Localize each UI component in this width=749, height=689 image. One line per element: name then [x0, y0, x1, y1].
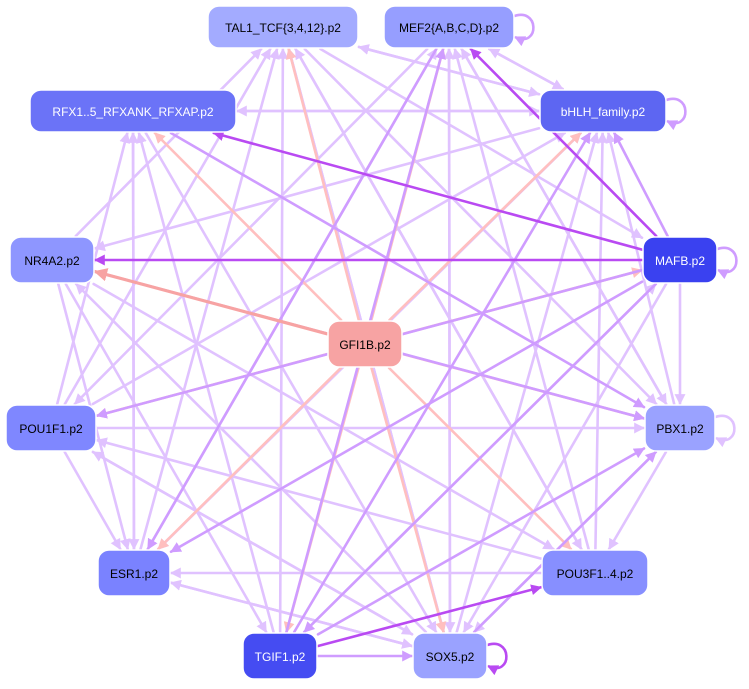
node-box-esr1 [97, 549, 171, 597]
edge-nr4a2-to-pou3f1 [92, 282, 555, 551]
edge-pou1f1-to-esr1 [63, 450, 122, 551]
node-box-mafb [642, 236, 718, 284]
edge-gfi1b-to-esr1 [156, 366, 343, 551]
self-loop-pbx1 [712, 414, 736, 448]
node-box-bhlh [539, 89, 667, 133]
node-box-pbx1 [644, 404, 716, 452]
node-label-pou3f1: POU3F1..4.p2 [557, 567, 634, 581]
node-box-tgif1 [242, 632, 318, 680]
self-loop-mef2 [511, 13, 535, 47]
node-box-rfx [29, 89, 237, 133]
self-loop-bhlh [663, 97, 687, 131]
edge-nr4a2-to-tal1 [74, 47, 263, 238]
edge-mafb-to-tgif1 [302, 282, 658, 634]
node-label-pou1f1: POU1F1.p2 [19, 422, 83, 436]
edge-tgif1-to-bhlh [292, 131, 592, 634]
node-box-gfi1b [327, 320, 403, 368]
node-tal1[interactable]: TAL1_TCF{3,4,12}.p2 [207, 5, 359, 49]
edge-tgif1-to-pou3f1 [316, 584, 543, 648]
node-label-rfx: RFX1..5_RFXANK_RFXAP.p2 [52, 105, 214, 119]
edge-gfi1b-to-tal1 [285, 47, 361, 322]
node-label-mafb: MAFB.p2 [655, 254, 705, 268]
node-mef2[interactable]: MEF2{A,B,C,D}.p2 [383, 5, 515, 49]
edge-rfx-to-sox5 [144, 131, 438, 634]
node-label-tal1: TAL1_TCF{3,4,12}.p2 [225, 21, 341, 35]
node-esr1[interactable]: ESR1.p2 [97, 549, 171, 597]
edge-mafb-to-mef2 [469, 47, 658, 238]
node-label-mef2: MEF2{A,B,C,D}.p2 [399, 21, 499, 35]
edge-mef2-to-pou1f1 [73, 47, 429, 406]
self-loop-mafb [714, 246, 738, 280]
edge-mef2-to-esr1 [146, 47, 438, 551]
edge-tgif1-to-rfx [136, 131, 275, 634]
node-label-nr4a2: NR4A2.p2 [24, 254, 80, 268]
edge-pou3f1-to-tal1 [294, 47, 583, 551]
edge-mef2-to-sox5 [444, 47, 456, 634]
edge-pou1f1-to-sox5 [91, 450, 414, 636]
node-gfi1b[interactable]: GFI1B.p2 [327, 320, 403, 368]
node-mafb[interactable]: MAFB.p2 [642, 236, 718, 284]
edge-pou3f1-to-pou1f1 [95, 437, 543, 560]
edge-bhlh-to-nr4a2 [93, 127, 541, 252]
node-box-sox5 [412, 632, 488, 680]
node-label-sox5: SOX5.p2 [426, 650, 475, 664]
self-loop-sox5 [484, 642, 508, 676]
node-box-tal1 [207, 5, 359, 49]
node-label-esr1: ESR1.p2 [110, 567, 158, 581]
edge-pou3f1-to-mef2 [452, 47, 590, 551]
node-pou1f1[interactable]: POU1F1.p2 [5, 404, 97, 452]
edge-gfi1b-to-sox5 [370, 366, 447, 634]
node-bhlh-family[interactable]: bHLH_family.p2 [539, 89, 667, 133]
edge-pou1f1-to-bhlh [91, 131, 566, 406]
edge-rfx-to-pbx1 [169, 131, 646, 409]
edge-gfi1b-to-nr4a2 [93, 268, 329, 336]
node-box-mef2 [383, 5, 515, 49]
edge-tgif1-to-tal1 [277, 47, 289, 634]
node-label-pbx1: PBX1.p2 [656, 422, 704, 436]
node-label-tgif1: TGIF1.p2 [255, 650, 306, 664]
edge-mafb-to-bhlh [613, 131, 669, 238]
edge-mef2-to-bhlh [488, 47, 564, 91]
edge-tgif1-to-pbx1 [316, 447, 646, 636]
node-pou3f1[interactable]: POU3F1..4.p2 [541, 549, 649, 597]
node-sox5[interactable]: SOX5.p2 [412, 632, 488, 680]
node-tgif1[interactable]: TGIF1.p2 [242, 632, 318, 680]
node-nr4a2[interactable]: NR4A2.p2 [9, 236, 95, 284]
node-box-pou1f1 [5, 404, 97, 452]
edge-pbx1-to-mef2 [460, 47, 668, 406]
edge-mafb-to-esr1 [169, 280, 644, 554]
edge-rfx-to-esr1 [128, 131, 140, 551]
node-layer: TAL1_TCF{3,4,12}.p2 MEF2{A,B,C,D}.p2 RFX… [5, 5, 718, 680]
node-label-gfi1b: GFI1B.p2 [339, 338, 391, 352]
edge-sox5-to-pbx1 [472, 450, 658, 634]
node-pbx1[interactable]: PBX1.p2 [644, 404, 716, 452]
edge-esr1-to-tal1 [139, 47, 280, 551]
node-box-nr4a2 [9, 236, 95, 284]
edge-pbx1-to-pou3f1 [607, 450, 668, 551]
node-rfx[interactable]: RFX1..5_RFXANK_RFXAP.p2 [29, 89, 237, 133]
edge-mafb-to-rfx [212, 130, 644, 251]
edge-sox5-to-bhlh [455, 131, 600, 634]
edge-gfi1b-to-rfx [153, 131, 343, 322]
node-box-pou3f1 [541, 549, 649, 597]
edge-gfi1b-to-bhlh [388, 131, 582, 322]
node-label-bhlh-family: bHLH_family.p2 [561, 105, 646, 119]
